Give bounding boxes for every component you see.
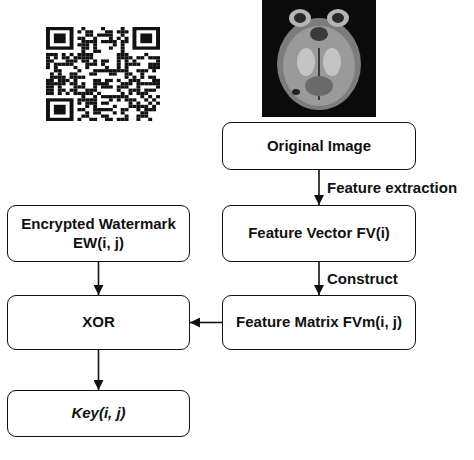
box-label: Original Image [267,137,371,156]
qr-code-image [46,27,160,121]
arrow-connector [318,262,320,295]
edge-label: Construct [325,270,400,287]
box-label: Feature Matrix FVm(i, j) [236,313,402,332]
box-label: XOR [82,313,115,332]
process-box: Feature Vector FV(i) [222,205,416,262]
arrow-connector [98,262,100,295]
arrow-connector [318,170,320,205]
process-box: Original Image [222,122,416,170]
box-label: Feature Vector FV(i) [248,224,390,243]
box-label: Encrypted Watermark EW(i, j) [18,215,179,253]
process-box: Feature Matrix FVm(i, j) [222,295,416,350]
process-box: Key(i, j) [7,390,190,437]
process-box: XOR [7,295,190,350]
arrow-connector [98,350,100,390]
mri-brain-image [262,0,376,117]
box-label: Key(i, j) [71,404,125,423]
process-box: Encrypted Watermark EW(i, j) [7,205,190,262]
edge-label: Feature extraction [325,179,459,196]
arrow-connector [190,322,222,324]
